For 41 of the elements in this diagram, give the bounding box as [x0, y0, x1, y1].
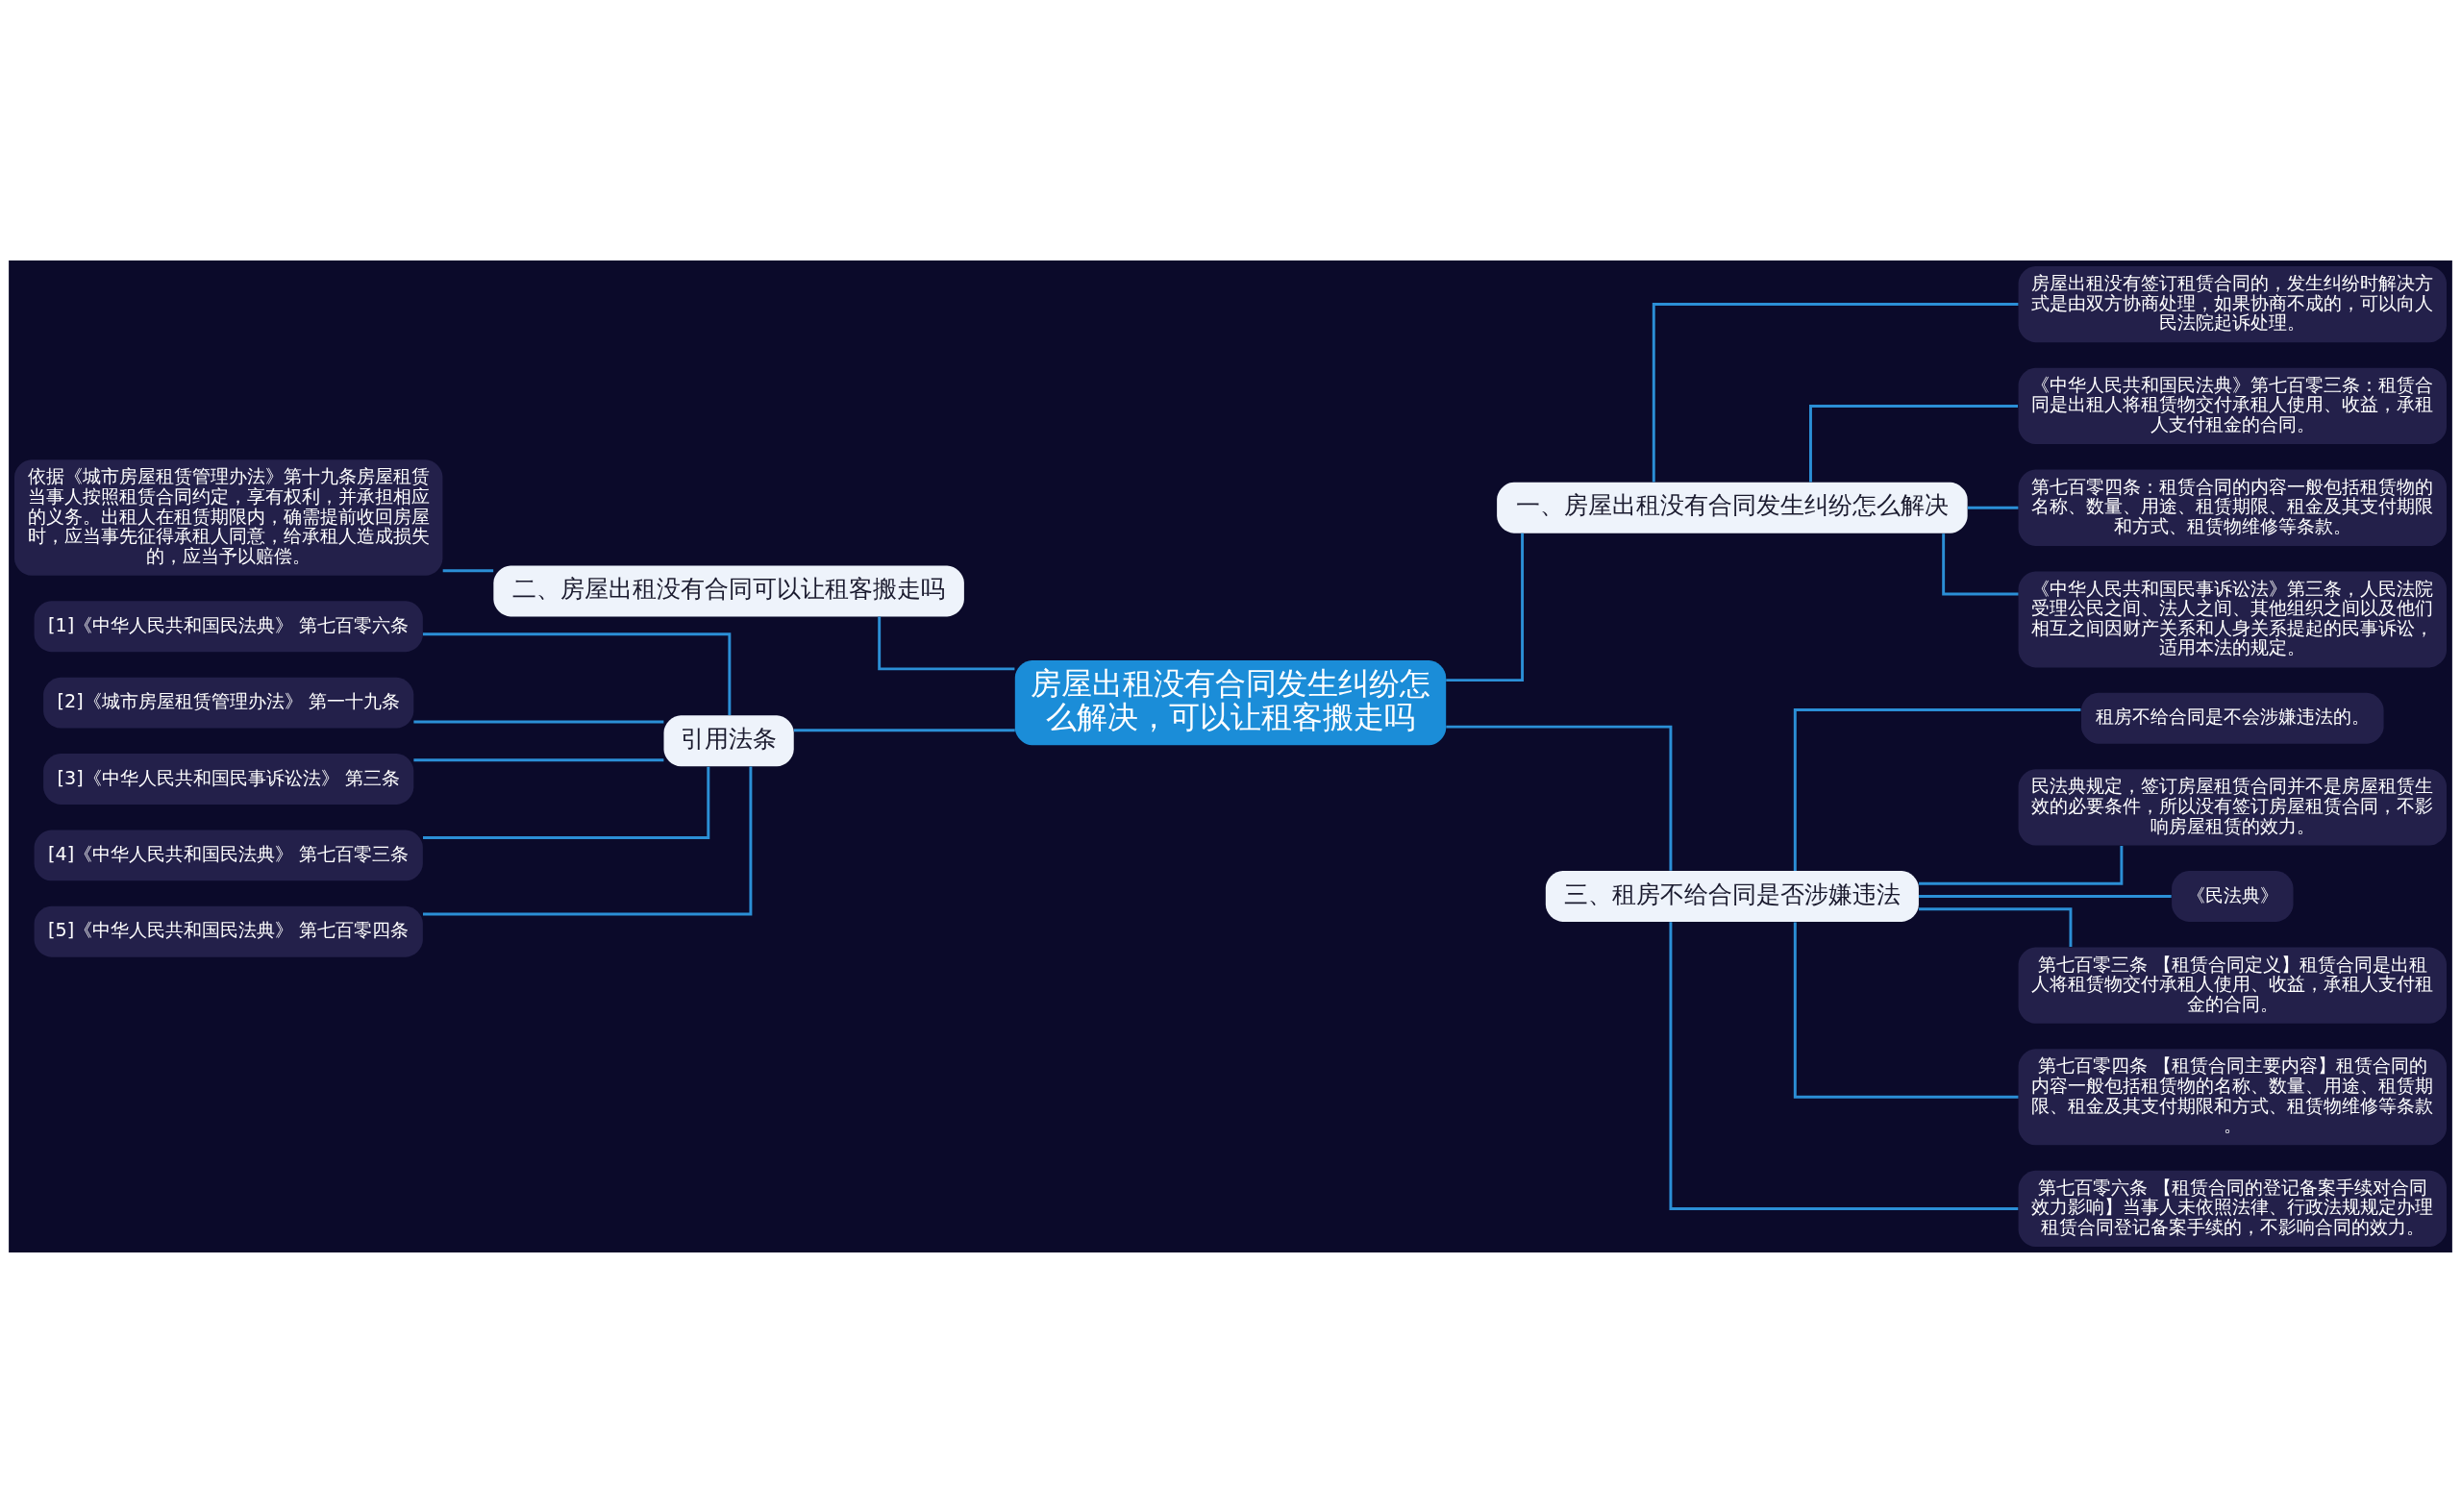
connector [878, 616, 1015, 670]
connector [1793, 707, 2081, 871]
connector [423, 766, 710, 839]
connector [1919, 845, 2124, 885]
connector [1652, 302, 2019, 482]
connector [1793, 921, 2019, 1099]
connector [793, 728, 1015, 731]
node-box: 房屋出租没有签订租赁合同的，发生纠纷时解决方式是由双方协商处理，如果协商不成的，可以向人民法院起诉处理。 [2018, 265, 2447, 342]
node-box: [1]《中华人民共和国民法典》 第七百零六条 [34, 600, 423, 652]
node-box: 第七百零三条 【租赁合同定义】租赁合同是出租人将租赁物交付承租人使用、收益，承租人支付租金的合同。 [2018, 946, 2447, 1024]
node-box: 《中华人民共和国民法典》第七百零三条：租赁合同是出租人将租赁物交付承租人使用、收益，承租人支付租金的合同。 [2018, 367, 2447, 444]
node-box: 《民法典》 [2172, 870, 2294, 922]
node-box: 民法典规定，签订房屋租赁合同并不是房屋租赁生效的必要条件，所以没有签订房屋租赁合同，不影响房屋租赁的效力。 [2018, 768, 2447, 846]
connector [1942, 533, 2019, 595]
connector [1446, 725, 1673, 871]
node-box: [2]《城市房屋租赁管理办法》 第一十九条 [43, 677, 414, 729]
node-box: 依据《城市房屋租赁管理办法》第十九条房屋租赁当事人按照租赁合同约定，享有权利，并承担相应的义务。出租人在租赁期限内，确需提前收回房屋时，应当事先征得承租人同意，给承租人造成损失的，应当予以赔偿。 [14, 459, 443, 576]
connector [1669, 921, 2019, 1210]
node-box: 第七百零四条：租赁合同的内容一般包括租赁物的名称、数量、用途、租赁期限、租金及其支付期限和方式、租赁物维修等条款。 [2018, 469, 2447, 546]
connector [423, 765, 753, 915]
node-box: 一、房屋出租没有合同发生纠纷怎么解决 [1497, 482, 1968, 533]
connector [413, 757, 664, 761]
node-box: 房屋出租没有合同发生纠纷怎么解决，可以让租客搬走吗 [1014, 659, 1447, 745]
connector [422, 632, 732, 715]
node-box: 第七百零四条 【租赁合同主要内容】租赁合同的内容一般包括租赁物的名称、数量、用途、租赁期限、租金及其支付期限和方式、租赁物维修等条款。 [2018, 1048, 2447, 1145]
connector [1809, 404, 2019, 483]
node-box: 《中华人民共和国民事诉讼法》第三条，人民法院受理公民之间、法人之间、其他组织之间以及他们相互之间因财产关系和人身关系提起的民事诉讼，适用本法的规定。 [2018, 570, 2447, 667]
connector [1446, 533, 1525, 682]
connector [413, 720, 664, 723]
node-box: [3]《中华人民共和国民事诉讼法》 第三条 [43, 753, 414, 805]
connector [1918, 906, 2073, 947]
connector [442, 568, 494, 572]
node-box: 三、租房不给合同是否涉嫌违法 [1545, 870, 1919, 922]
node-box: [4]《中华人民共和国民法典》 第七百零三条 [34, 829, 423, 880]
node-box: 二、房屋出租没有合同可以让租客搬走吗 [493, 565, 964, 616]
node-box: 第七百零六条 【租赁合同的登记备案手续对合同效力影响】当事人未依照法律、行政法规规定办理租赁合同登记备案手续的，不影响合同的效力。 [2018, 1170, 2447, 1247]
connector [1919, 894, 2172, 898]
connector [1967, 506, 2019, 509]
node-box: 租房不给合同是不会涉嫌违法的。 [2081, 692, 2384, 744]
node-box: [5]《中华人民共和国民法典》 第七百零四条 [34, 905, 423, 957]
node-box: 引用法条 [663, 714, 794, 766]
